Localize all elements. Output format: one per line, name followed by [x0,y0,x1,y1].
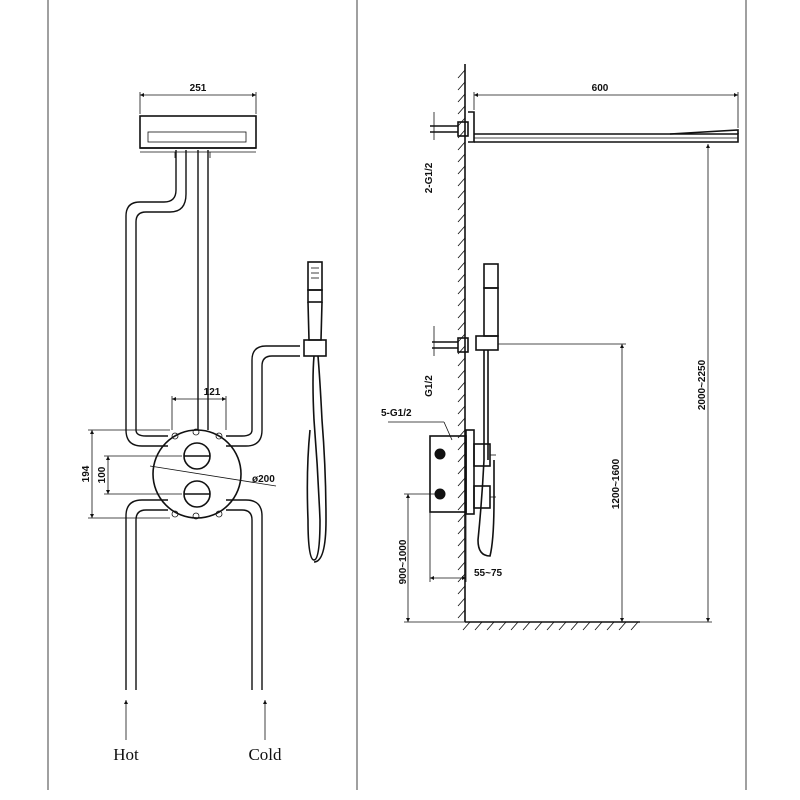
floor-hatch-line [474,621,483,631]
floor-hatch-line [570,621,579,631]
supply-pipes [125,150,300,690]
dim-arm-length-text: 600 [592,83,609,94]
wall-hatch-line [457,441,466,451]
wall-hatch-line [457,273,466,283]
inlet-arrows: Hot Cold [113,700,282,764]
wall-hatch-line [457,297,466,307]
wall-hatch-line [457,177,466,187]
dim-shower-height: 2000~2250 [640,144,712,623]
dim-panel-height-text: 194 [81,465,92,482]
floor-hatch-line [522,621,531,631]
wall-hatch-line [457,225,466,235]
hot-label: Hot [113,745,139,764]
dim-panel-height: 194 100 [81,429,182,519]
wall-hatch-line [457,561,466,571]
dim-handshower-connection-text: G1/2 [424,375,435,397]
dim-arm-connection-text: 2-G1/2 [424,162,435,193]
wall-hatch-line [457,249,466,259]
wall-hatch-line [457,285,466,295]
dim-wall-depth-text: 55~75 [474,568,503,579]
wall-hatch-line [457,105,466,115]
wall-hatch-line [457,81,466,91]
dim-handshower-height: 1200~1600 [498,343,626,622]
wall-hatch-line [457,453,466,463]
wall-hatch-line [457,501,466,511]
side-view: 600 2-G1/2 G1/2 [381,64,739,631]
floor-hatch-line [582,621,591,631]
wall-hatch-line [457,477,466,487]
wall-hatch-line [457,165,466,175]
dim-panel-diameter-text: ø200 [252,474,275,485]
shower-arm-side [430,111,739,143]
wall-hatch-line [457,69,466,79]
wall-hatch-line [457,309,466,319]
wall [457,64,640,631]
dim-head-width-text: 251 [190,83,207,94]
wall-hatch-line [457,489,466,499]
hand-shower-side [432,263,499,557]
dim-valve-height: 900~1000 [398,493,465,623]
wall-hatch-line [457,369,466,379]
dim-valve-spacing-text: 121 [204,387,221,398]
floor-hatch-line [558,621,567,631]
dim-head-width: 251 [139,83,257,114]
dim-shower-height-text: 2000~2250 [697,359,708,410]
dim-wall-depth: 55~75 [429,512,503,582]
floor-hatch-line [594,621,603,631]
wall-hatch-line [457,321,466,331]
wall-hatch-line [457,549,466,559]
wall-hatch-line [457,261,466,271]
wall-hatch-line [457,129,466,139]
dim-valve-height-text: 900~1000 [398,539,409,584]
wall-hatch-line [457,393,466,403]
wall-hatch-line [457,417,466,427]
front-view: 251 [81,83,327,764]
floor-hatch-line [534,621,543,631]
floor-hatch-line [630,621,639,631]
wall-hatch-line [457,141,466,151]
floor-hatch-line [546,621,555,631]
wall-hatch-line [457,585,466,595]
floor-hatch-line [510,621,519,631]
dim-handshower-height-text: 1200~1600 [611,458,622,509]
wall-hatch-line [457,153,466,163]
cold-label: Cold [248,745,282,764]
wall-hatch-line [457,465,466,475]
wall-hatch-line [457,201,466,211]
wall-hatch-line [457,357,466,367]
wall-hatch-line [457,405,466,415]
floor-hatch-line [618,621,627,631]
frame-lines [47,0,747,790]
floor-hatch-line [486,621,495,631]
dim-valve-connections-text: 5-G1/2 [381,408,412,419]
wall-hatch-line [457,381,466,391]
hand-shower-front [303,261,327,563]
floor-hatch-line [498,621,507,631]
wall-hatch-line [457,189,466,199]
wall-hatch-line [457,609,466,619]
floor-hatch-line [606,621,615,631]
dim-arm-length: 600 [473,83,739,128]
wall-hatch-line [457,525,466,535]
dim-arm-connection: 2-G1/2 [424,112,435,193]
dim-panel-diameter: ø200 [149,465,277,487]
wall-hatch-line [457,597,466,607]
floor-hatch-line [462,621,471,631]
wall-hatch-line [457,513,466,523]
dim-panel-inner-text: 100 [97,466,108,483]
dim-handshower-connection: G1/2 [424,326,435,397]
wall-hatch-line [457,93,466,103]
valve-panel-front [152,428,242,520]
wall-hatch-line [457,237,466,247]
dim-valve-spacing: 121 [171,387,227,430]
wall-hatch-line [457,537,466,547]
dim-valve-connections: 5-G1/2 [381,408,453,441]
wall-hatch-line [457,213,466,223]
shower-head-front [139,115,257,158]
valve-body-side [429,429,496,515]
